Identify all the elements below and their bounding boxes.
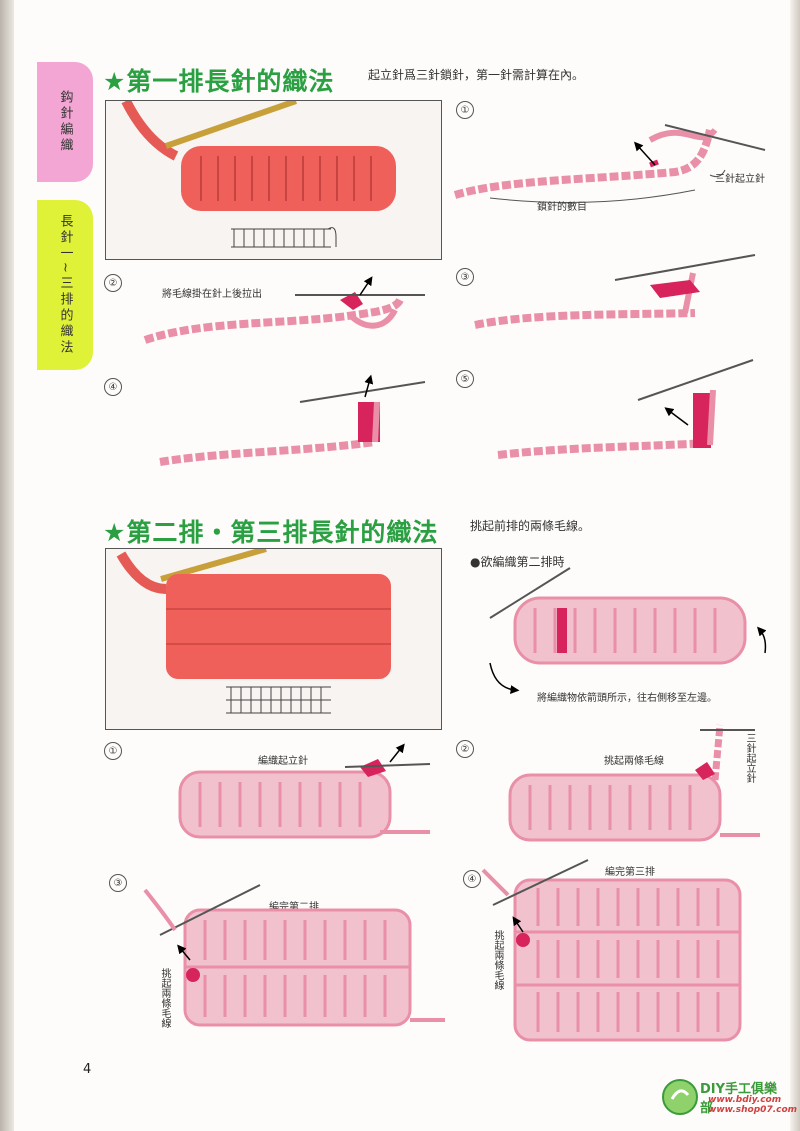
diagram-step5	[497, 359, 754, 459]
page-right-edge	[790, 0, 800, 1131]
diagram-s2-step1	[178, 743, 431, 839]
side-tab-crochet[interactable]: 鈎針編織	[37, 62, 93, 182]
section1-photo	[105, 100, 442, 260]
star-icon: ★	[103, 518, 127, 547]
label-done-row2: 編完第二排	[269, 902, 319, 913]
side-tab-double-crochet[interactable]: 長針一~三排的織法	[37, 200, 93, 370]
section1-note: 起立針爲三針鎖針，第一針需計算在內。	[368, 68, 585, 82]
section1-title: ★第一排長針的織法	[103, 62, 334, 98]
logo-leaf-icon	[662, 1079, 698, 1115]
logo-url-1: www.bdiy.com	[708, 1095, 782, 1105]
label-pick-two: 挑起兩條毛線	[604, 756, 664, 767]
section2-step-1: ①	[104, 742, 122, 760]
section2-note: 挑起前排的兩條毛線。	[470, 519, 591, 533]
crochet-photo-row3	[106, 549, 441, 729]
diagram-s2-step4	[481, 859, 742, 1042]
section1-step-2: ②	[104, 274, 122, 292]
section2-title: ★第二排・第三排長針的織法	[103, 513, 438, 549]
site-logo: DIY手工俱樂部 www.bdiy.com www.shop07.com	[660, 1075, 797, 1120]
page-number: 4	[83, 1062, 92, 1077]
diagram-step3	[474, 254, 756, 329]
label-turn-chain: 編織起立針	[258, 756, 308, 767]
section2-bullet: ●欲編織第二排時	[470, 555, 565, 569]
diagram-step1	[453, 124, 766, 203]
crochet-photo-row1	[106, 101, 441, 259]
section2-step-3: ③	[109, 874, 127, 892]
section1-step-5: ⑤	[456, 370, 474, 388]
label-done-row3: 編完第三排	[605, 867, 655, 878]
label-three-turn-vertical: 三針起立針	[744, 733, 755, 783]
logo-url-2: www.shop07.com	[708, 1105, 798, 1115]
diagram-step2	[143, 276, 425, 344]
section1-step-4: ④	[104, 378, 122, 396]
side-tab-crochet-label: 鈎針編織	[57, 90, 73, 154]
label-chain-count: 鎖針的數目	[537, 202, 587, 213]
diagram-s2-step2	[508, 724, 760, 842]
section2-step-4: ④	[463, 870, 481, 888]
label-yarn-over: 將毛線掛在針上後拉出	[162, 289, 262, 300]
diagram-s2-step3	[143, 884, 445, 1027]
section2-title-text: 第二排・第三排長針的織法	[126, 518, 439, 547]
section2-photo	[105, 548, 442, 730]
page-binding-edge	[0, 0, 14, 1131]
label-pick-two-vertical-2: 挑起兩條毛線	[492, 930, 503, 990]
diagram-step4	[159, 374, 426, 466]
section1-step-3: ③	[456, 268, 474, 286]
label-turn-note: 將編織物依箭頭所示，往右側移至左邊。	[537, 693, 717, 704]
diagram-turn-work	[489, 567, 767, 695]
section2-step-2: ②	[456, 740, 474, 758]
label-three-turn-chain: 三針起立針	[715, 174, 765, 185]
logo-title: DIY手工俱樂部	[700, 1082, 778, 1116]
section1-step-1: ①	[456, 101, 474, 119]
star-icon: ★	[103, 67, 127, 96]
section1-title-text: 第一排長針的織法	[126, 67, 335, 96]
label-pick-two-vertical: 挑起兩條毛線	[159, 968, 170, 1028]
side-tab-double-crochet-label: 長針一~三排的織法	[57, 214, 73, 356]
